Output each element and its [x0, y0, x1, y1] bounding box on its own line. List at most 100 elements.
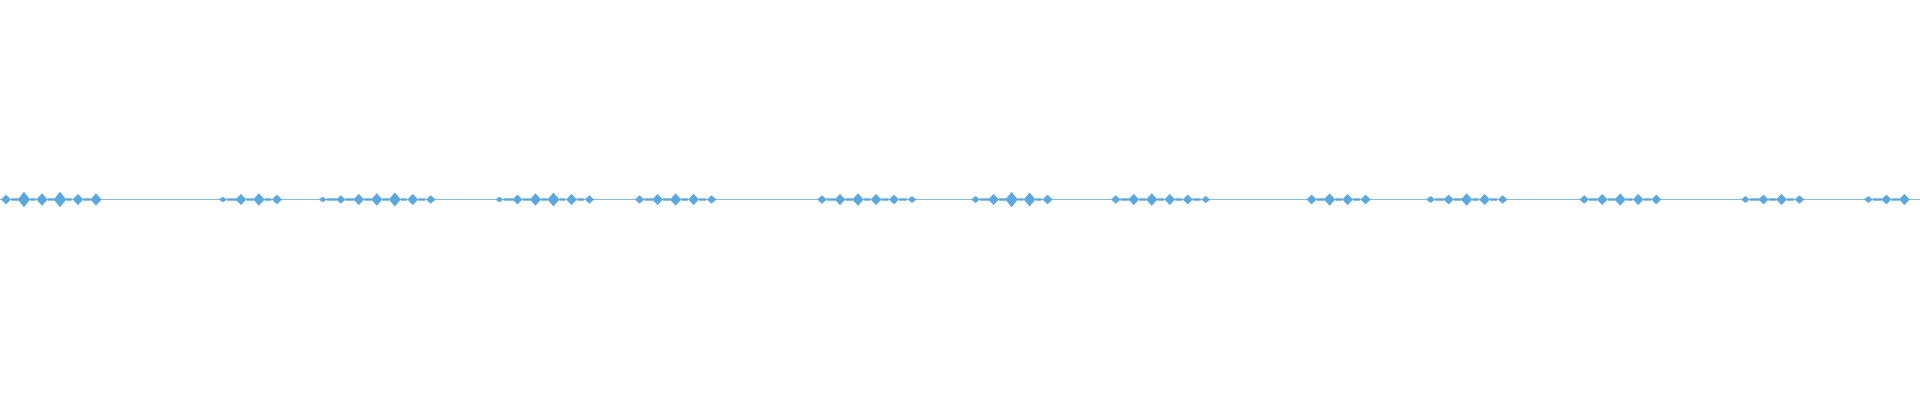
waveform-burst — [1863, 193, 1910, 206]
waveform-peak — [371, 193, 383, 206]
waveform-peak — [971, 196, 981, 203]
waveform-peak — [1899, 193, 1910, 206]
waveform-peak — [834, 193, 846, 206]
waveform-peak — [1443, 194, 1454, 205]
waveform-peak — [1023, 192, 1036, 207]
waveform-segment — [1139, 198, 1147, 201]
waveform-peak — [1201, 196, 1211, 203]
waveform-peak — [271, 194, 283, 205]
waveform-peak — [817, 195, 827, 204]
waveform-peak — [1005, 191, 1018, 208]
waveform-peak — [584, 195, 595, 204]
waveform-peak — [1342, 193, 1353, 206]
waveform-peak — [36, 193, 48, 206]
waveform-segment — [1490, 198, 1498, 201]
waveform-segment — [1157, 198, 1165, 201]
waveform-segment — [47, 198, 55, 201]
waveform-segment — [999, 198, 1007, 201]
waveform-segment — [1017, 198, 1024, 201]
waveform-peak — [1758, 194, 1769, 205]
waveform-segment — [1768, 198, 1777, 201]
waveform-segment — [503, 198, 514, 201]
waveform-peak — [1497, 195, 1508, 204]
waveform-peak — [566, 193, 577, 206]
waveform-segment — [863, 198, 871, 201]
waveform-peak — [0, 194, 12, 205]
waveform-segment — [826, 198, 836, 201]
waveform-burst — [218, 193, 283, 206]
waveform-peak — [1479, 193, 1491, 206]
waveform-segment — [66, 198, 72, 201]
waveform-peak — [652, 193, 663, 206]
waveform-segment — [83, 198, 91, 201]
waveform-peak — [1360, 194, 1371, 205]
waveform-segment — [681, 198, 688, 201]
waveform-peak — [870, 193, 882, 206]
waveform-peak — [53, 191, 67, 208]
waveform-peak — [512, 194, 523, 205]
waveform-peak — [547, 192, 560, 207]
waveform-segment — [1872, 198, 1882, 201]
waveform-segment — [227, 198, 237, 201]
waveform-segment — [1353, 198, 1361, 201]
waveform-peak — [1110, 195, 1121, 204]
waveform-peak — [1164, 193, 1176, 206]
waveform-peak — [1776, 193, 1787, 206]
waveform-peak — [318, 196, 327, 203]
waveform-segment — [1472, 198, 1479, 201]
waveform-peak — [1614, 193, 1626, 206]
waveform-segment — [699, 198, 707, 201]
waveform-peak — [688, 193, 699, 206]
waveform-peak — [253, 193, 265, 206]
waveform-segment — [522, 198, 531, 201]
waveform-segment — [1316, 198, 1325, 201]
waveform-peak — [1632, 193, 1644, 206]
waveform-segment — [264, 198, 272, 201]
waveform-peak — [388, 192, 401, 207]
waveform-segment — [1192, 198, 1201, 201]
waveform-segment — [541, 198, 548, 201]
waveform-peak — [235, 193, 247, 206]
waveform-peak — [90, 193, 102, 206]
waveform-burst — [318, 192, 436, 207]
waveform-burst — [1741, 193, 1805, 206]
waveform-burst — [1426, 193, 1508, 206]
waveform-segment — [1435, 198, 1445, 201]
waveform-segment — [418, 198, 426, 201]
waveform-segment — [11, 198, 19, 201]
waveform-peak — [1651, 194, 1662, 205]
waveform-segment — [644, 198, 653, 201]
waveform-segment — [845, 198, 853, 201]
waveform-peak — [495, 196, 504, 203]
waveform-segment — [1786, 198, 1795, 201]
waveform-burst — [495, 192, 595, 207]
waveform-peak — [1042, 194, 1053, 205]
waveform-peak — [1596, 193, 1608, 206]
waveform-peak — [1741, 196, 1751, 203]
waveform-peak — [988, 193, 999, 206]
waveform-segment — [1625, 198, 1633, 201]
waveform-peak — [1128, 193, 1140, 206]
waveform-segment — [559, 198, 566, 201]
waveform-segment — [382, 198, 390, 201]
waveform-segment — [1035, 198, 1042, 201]
waveform-segment — [1453, 198, 1462, 201]
waveform-peak — [17, 191, 31, 208]
waveform-peak — [852, 193, 864, 206]
waveform-segment — [1643, 198, 1651, 201]
waveform-peak — [1426, 196, 1436, 203]
waveform-segment — [30, 198, 36, 201]
waveform-segment — [663, 198, 671, 201]
waveform-bursts — [0, 191, 1910, 208]
waveform-segment — [576, 198, 585, 201]
waveform-segment — [1891, 198, 1900, 201]
waveform-peak — [72, 193, 84, 206]
waveform-peak — [1794, 195, 1805, 204]
waveform-segment — [1750, 198, 1760, 201]
waveform-peak — [1306, 194, 1317, 205]
waveform-burst — [971, 191, 1053, 208]
waveform-peak — [1460, 193, 1473, 206]
waveform-segment — [1607, 198, 1615, 201]
